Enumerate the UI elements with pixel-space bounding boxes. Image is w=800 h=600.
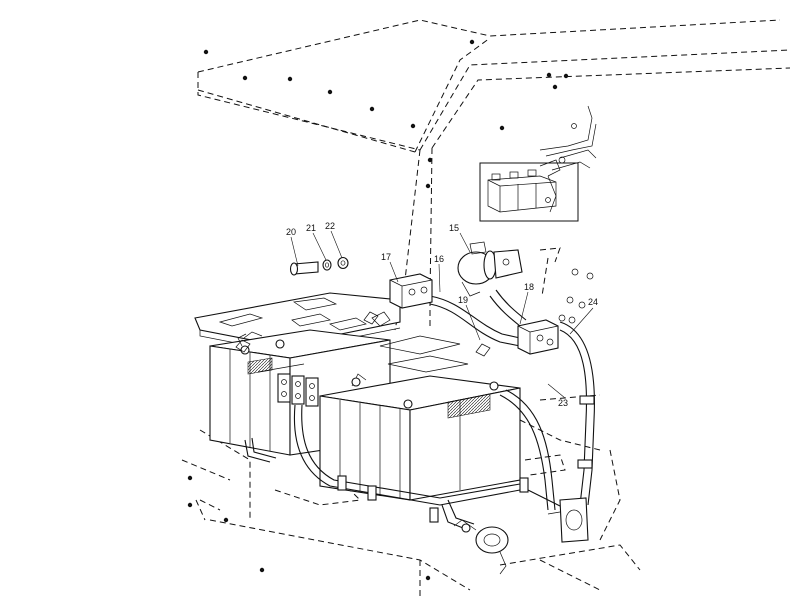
inset-locator-view xyxy=(479,105,597,222)
callout-24: 24 xyxy=(588,297,598,307)
junction-block-right xyxy=(517,319,559,355)
battery-cables xyxy=(244,289,595,531)
callout-17: 17 xyxy=(381,252,391,262)
callout-19: 19 xyxy=(458,295,468,305)
hold-down-wingnuts xyxy=(235,311,491,357)
callout-16: 16 xyxy=(434,254,444,264)
callout-15: 15 xyxy=(449,223,459,233)
callout-23: 23 xyxy=(558,398,568,408)
body-fastener-marks xyxy=(187,39,569,581)
junction-block-17 xyxy=(389,273,433,309)
callout-20: 20 xyxy=(286,227,296,237)
callout-18: 18 xyxy=(524,282,534,292)
battery-right xyxy=(319,335,521,501)
callout-labels: 15 16 17 18 19 20 21 22 23 24 xyxy=(286,221,598,408)
solenoid-15 xyxy=(457,241,523,297)
fittings-right xyxy=(558,268,594,324)
bottom-connectors xyxy=(453,497,589,575)
callout-21: 21 xyxy=(306,223,316,233)
bolt-washer-nut xyxy=(289,256,349,276)
leader-lines xyxy=(290,230,594,399)
callout-22: 22 xyxy=(325,221,335,231)
terminal-clamps xyxy=(277,373,319,407)
